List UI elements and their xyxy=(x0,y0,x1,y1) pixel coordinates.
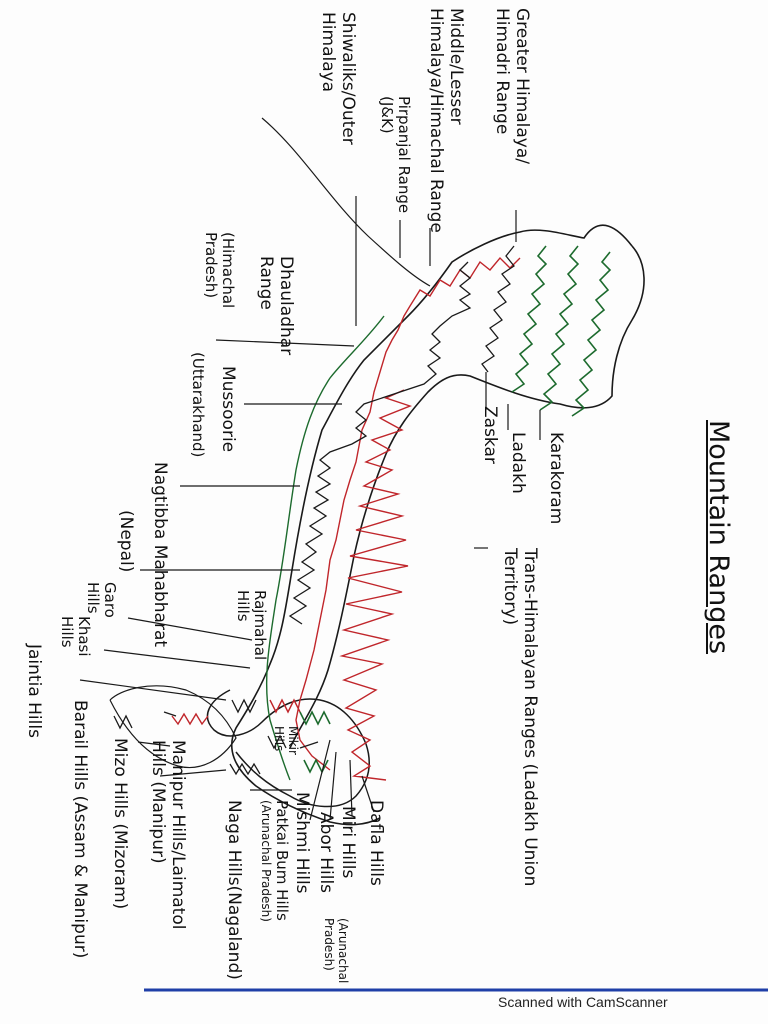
label-nagtibba: Nagtibba Mahabharat xyxy=(150,462,170,648)
label-khasi: Khasi Hills xyxy=(58,616,93,657)
himalaya-outline-upper xyxy=(231,224,633,826)
ne-black-hills-3 xyxy=(231,698,257,714)
label-zaskar: Zaskar xyxy=(480,406,500,464)
northeast-outline xyxy=(206,689,370,808)
shiwalik-green-line xyxy=(265,315,385,781)
label-middle-himalaya: Middle/Lesser Himalaya/Himachal Range xyxy=(426,8,466,233)
label-abor: Abor Hills xyxy=(316,812,336,894)
label-shiwaliks: Shiwaliks/Outer Himalaya xyxy=(318,12,358,145)
ne-black-hills xyxy=(229,762,261,776)
northeast-inner-outline xyxy=(109,685,237,769)
pointer-lines xyxy=(79,196,541,821)
label-arunachal-note: (Arunachal Pradesh) xyxy=(322,918,350,984)
himalaya-outline-lower xyxy=(289,245,645,749)
label-mikir: Mikir Hills xyxy=(272,726,300,755)
label-mizo: Mizo Hills (Mizoram) xyxy=(110,738,130,910)
ne-black-hills-4 xyxy=(267,734,287,750)
greater-himalaya-spikes xyxy=(339,389,413,781)
label-rajmahal: Rajmahal Hills xyxy=(234,590,269,661)
label-trans-himalaya: Trans-Himalayan Ranges (Ladakh Union Ter… xyxy=(500,548,540,887)
label-dhauladhar: Dhauladhar Range xyxy=(256,256,296,356)
page-title: Mountain Ranges xyxy=(703,420,734,655)
label-miri: Miri Hills xyxy=(338,806,358,879)
pirpanjal-curve xyxy=(261,117,431,287)
label-mussoorie: Mussoorie xyxy=(218,366,238,453)
label-ladakh: Ladakh xyxy=(508,432,528,494)
lesser-himalaya-zigzag xyxy=(288,261,472,625)
ne-green-hills xyxy=(299,710,331,726)
label-naga: Naga Hills(Nagaland) xyxy=(224,800,244,980)
label-karakoram: Karakoram xyxy=(546,432,566,525)
label-nepal: (Nepal) xyxy=(116,510,136,573)
greater-himalaya-line xyxy=(295,256,521,771)
label-jaintia: Jaintia Hills xyxy=(24,644,44,738)
label-mishmi: Mishmi Hills xyxy=(292,792,312,894)
label-mussoorie-note: (Uttarakhand) xyxy=(189,352,207,458)
zaskar-zigzag xyxy=(511,245,548,393)
karakoram-zigzag xyxy=(571,251,612,417)
ne-red-hills xyxy=(171,712,209,726)
ne-green-hills-2 xyxy=(303,758,329,774)
scanner-footer: Scanned with CamScanner xyxy=(498,994,668,1010)
ne-red-hills-2 xyxy=(269,698,301,714)
label-patkai: Patkai Bum Hills (Arunachal Pradesh) xyxy=(259,800,291,922)
label-dhauladhar-note: (Himachal Pradesh) xyxy=(202,232,237,309)
trans-himalaya-mid-zigzag xyxy=(481,245,515,373)
ladakh-zigzag xyxy=(539,245,580,411)
label-dafla: Dafla Hills xyxy=(366,800,386,886)
label-greater-himalaya: Greater Himalaya/ Himadri Range xyxy=(492,8,532,165)
label-garo: Garo Hills xyxy=(84,582,119,618)
label-manipur: Manipur Hills/Laimatol Hills (Manipur) xyxy=(148,740,188,930)
label-pirpanjal: Pirpanjal Range (J&K) xyxy=(378,96,413,214)
label-barail: Barail Hills (Assam & Manipur) xyxy=(70,700,90,959)
ne-black-hills-2 xyxy=(113,714,133,730)
